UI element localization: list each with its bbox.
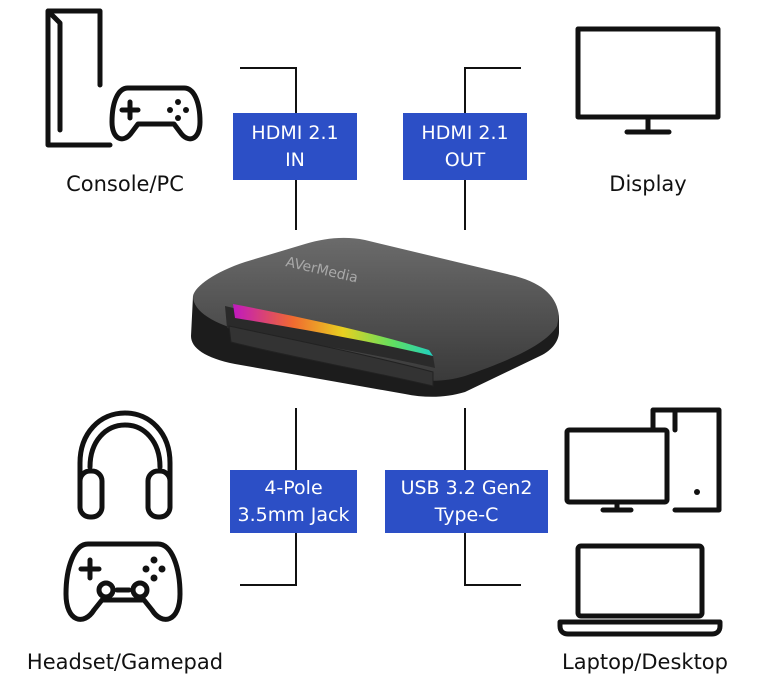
monitor-icon xyxy=(575,26,721,135)
label-line: 3.5mm Jack xyxy=(237,503,350,526)
console-pc-caption: Console/PC xyxy=(66,172,184,196)
usb-c-label: USB 3.2 Gen2 Type-C xyxy=(385,470,548,533)
hdmi-out-label: HDMI 2.1 OUT xyxy=(403,113,527,180)
label-line: Type-C xyxy=(434,503,499,526)
connector-line xyxy=(240,67,297,69)
label-line: HDMI 2.1 xyxy=(251,121,339,144)
label-line: IN xyxy=(285,148,305,171)
headphones-icon xyxy=(77,410,173,520)
hdmi-in-label: HDMI 2.1 IN xyxy=(233,113,357,180)
audio-jack-label: 4-Pole 3.5mm Jack xyxy=(230,470,357,533)
connector-line xyxy=(240,584,297,586)
gamepad-icon xyxy=(109,85,203,142)
display-caption: Display xyxy=(609,172,687,196)
laptop-icon xyxy=(557,543,723,637)
connector-line xyxy=(464,67,521,69)
label-line: USB 3.2 Gen2 xyxy=(400,476,533,499)
label-line: 4-Pole xyxy=(264,476,323,499)
headset-gamepad-caption: Headset/Gamepad xyxy=(26,650,224,674)
desktop-computer-icon xyxy=(564,407,722,513)
capture-device-image: AVerMedia xyxy=(191,237,559,397)
gamepad-icon xyxy=(63,541,183,622)
console-tower-icon xyxy=(45,8,113,148)
connector-line xyxy=(464,584,521,586)
label-line: OUT xyxy=(444,148,486,171)
laptop-desktop-caption: Laptop/Desktop xyxy=(562,650,728,674)
label-line: HDMI 2.1 xyxy=(421,121,509,144)
